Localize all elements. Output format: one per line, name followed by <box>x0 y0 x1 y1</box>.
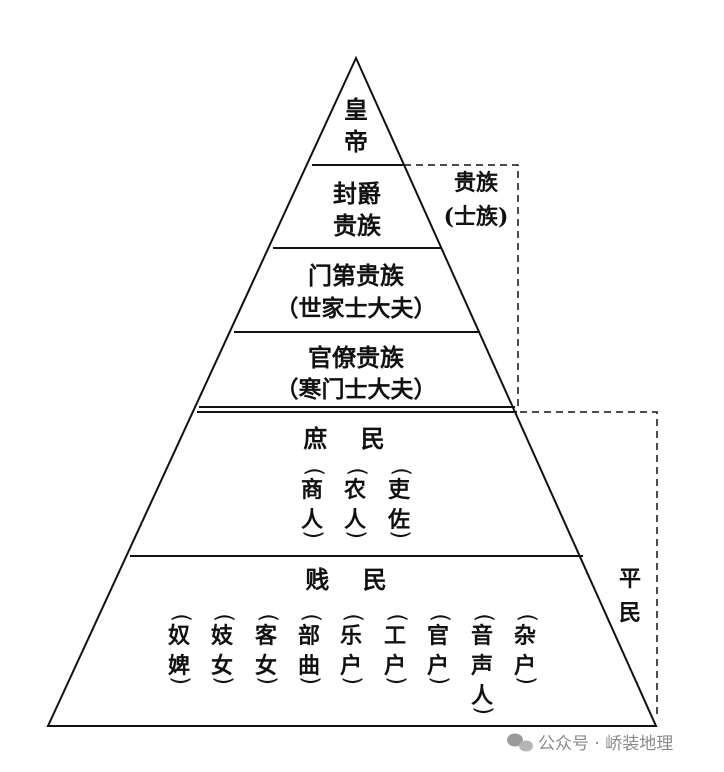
group-char: 女 <box>211 653 233 679</box>
group-close-paren: ) <box>298 676 323 685</box>
group-char: 杂 <box>514 623 536 649</box>
group-open-paren: ( <box>302 467 327 476</box>
pyramid-outline <box>46 55 658 727</box>
group-char: 户 <box>514 653 536 679</box>
group-close-paren: ) <box>301 530 326 539</box>
group-close-paren: ) <box>471 706 496 715</box>
group-char: 农 <box>343 477 366 503</box>
group-char: 音 <box>471 623 493 649</box>
enfeoffed-line1: 封爵 <box>333 179 381 208</box>
group-close-paren: ) <box>384 676 409 685</box>
group-char: 户 <box>427 653 449 679</box>
group-char: 声 <box>470 653 493 679</box>
watermark: 公众号 · 峤装地理 <box>507 733 673 754</box>
group-char: 人 <box>301 507 323 533</box>
group-char: 官 <box>427 623 449 649</box>
group-char: 妓 <box>211 623 234 649</box>
group-char: 婢 <box>168 653 190 679</box>
group-char: 乐 <box>340 623 362 649</box>
group-open-paren: ( <box>169 613 194 622</box>
group-close-paren: ) <box>168 676 193 685</box>
group-open-paren: ( <box>256 613 281 622</box>
gentry-line1: 门第贵族 <box>308 261 405 290</box>
group-char: 人 <box>471 683 493 709</box>
group-char: 女 <box>255 653 277 679</box>
group-close-paren: ) <box>255 676 280 685</box>
watermark-text: 公众号 · 峤装地理 <box>538 734 673 754</box>
pingmin-label-line2: 民 <box>619 600 641 626</box>
group-close-paren: ) <box>427 676 452 685</box>
commoners-title: 庶 民 <box>303 424 384 453</box>
group-char: 商 <box>301 477 323 503</box>
gentry-line2: （世家士大夫） <box>276 295 437 322</box>
group-close-paren: ) <box>344 530 369 539</box>
group-char: 奴 <box>167 623 190 649</box>
commoner-groups: (商人)(农人)(吏佐) <box>301 467 414 539</box>
group-char: 部 <box>298 623 320 649</box>
group-open-paren: ( <box>428 613 453 622</box>
group-open-paren: ( <box>341 613 366 622</box>
group-open-paren: ( <box>212 613 237 622</box>
pingmin-bracket <box>520 411 658 718</box>
group-char: 客 <box>255 623 278 649</box>
aristocracy-bracket <box>404 164 519 407</box>
group-char: 佐 <box>387 507 410 533</box>
group-close-paren: ) <box>211 676 236 685</box>
group-char: 户 <box>384 653 406 679</box>
group-char: 曲 <box>298 653 320 679</box>
base-title: 贱 民 <box>305 565 386 594</box>
aristocracy-label-line2: (士族) <box>444 204 509 230</box>
group-char: 工 <box>384 623 406 649</box>
group-char: 户 <box>340 653 362 679</box>
group-close-paren: ) <box>388 530 413 539</box>
group-open-paren: ( <box>472 613 497 622</box>
group-close-paren: ) <box>514 676 539 685</box>
group-close-paren: ) <box>340 676 365 685</box>
base-groups: (奴婢)(妓女)(客女)(部曲)(乐户)(工户)(官户)(音声人)(杂户) <box>167 613 540 715</box>
pingmin-label-line1: 平 <box>619 566 641 592</box>
enfeoffed-line2: 贵族 <box>333 211 382 240</box>
group-open-paren: ( <box>385 613 410 622</box>
emperor-line2: 帝 <box>344 127 368 156</box>
emperor-line1: 皇 <box>344 95 368 124</box>
group-char: 吏 <box>388 477 411 503</box>
group-char: 人 <box>344 507 366 533</box>
official-line2: （寒门士大夫） <box>276 376 437 403</box>
group-open-paren: ( <box>515 613 540 622</box>
group-open-paren: ( <box>299 613 324 622</box>
official-line1: 官僚贵族 <box>308 343 405 372</box>
group-open-paren: ( <box>389 467 414 476</box>
aristocracy-label-line1: 贵族 <box>454 170 499 196</box>
wechat-icon <box>507 733 533 752</box>
group-open-paren: ( <box>345 467 370 476</box>
